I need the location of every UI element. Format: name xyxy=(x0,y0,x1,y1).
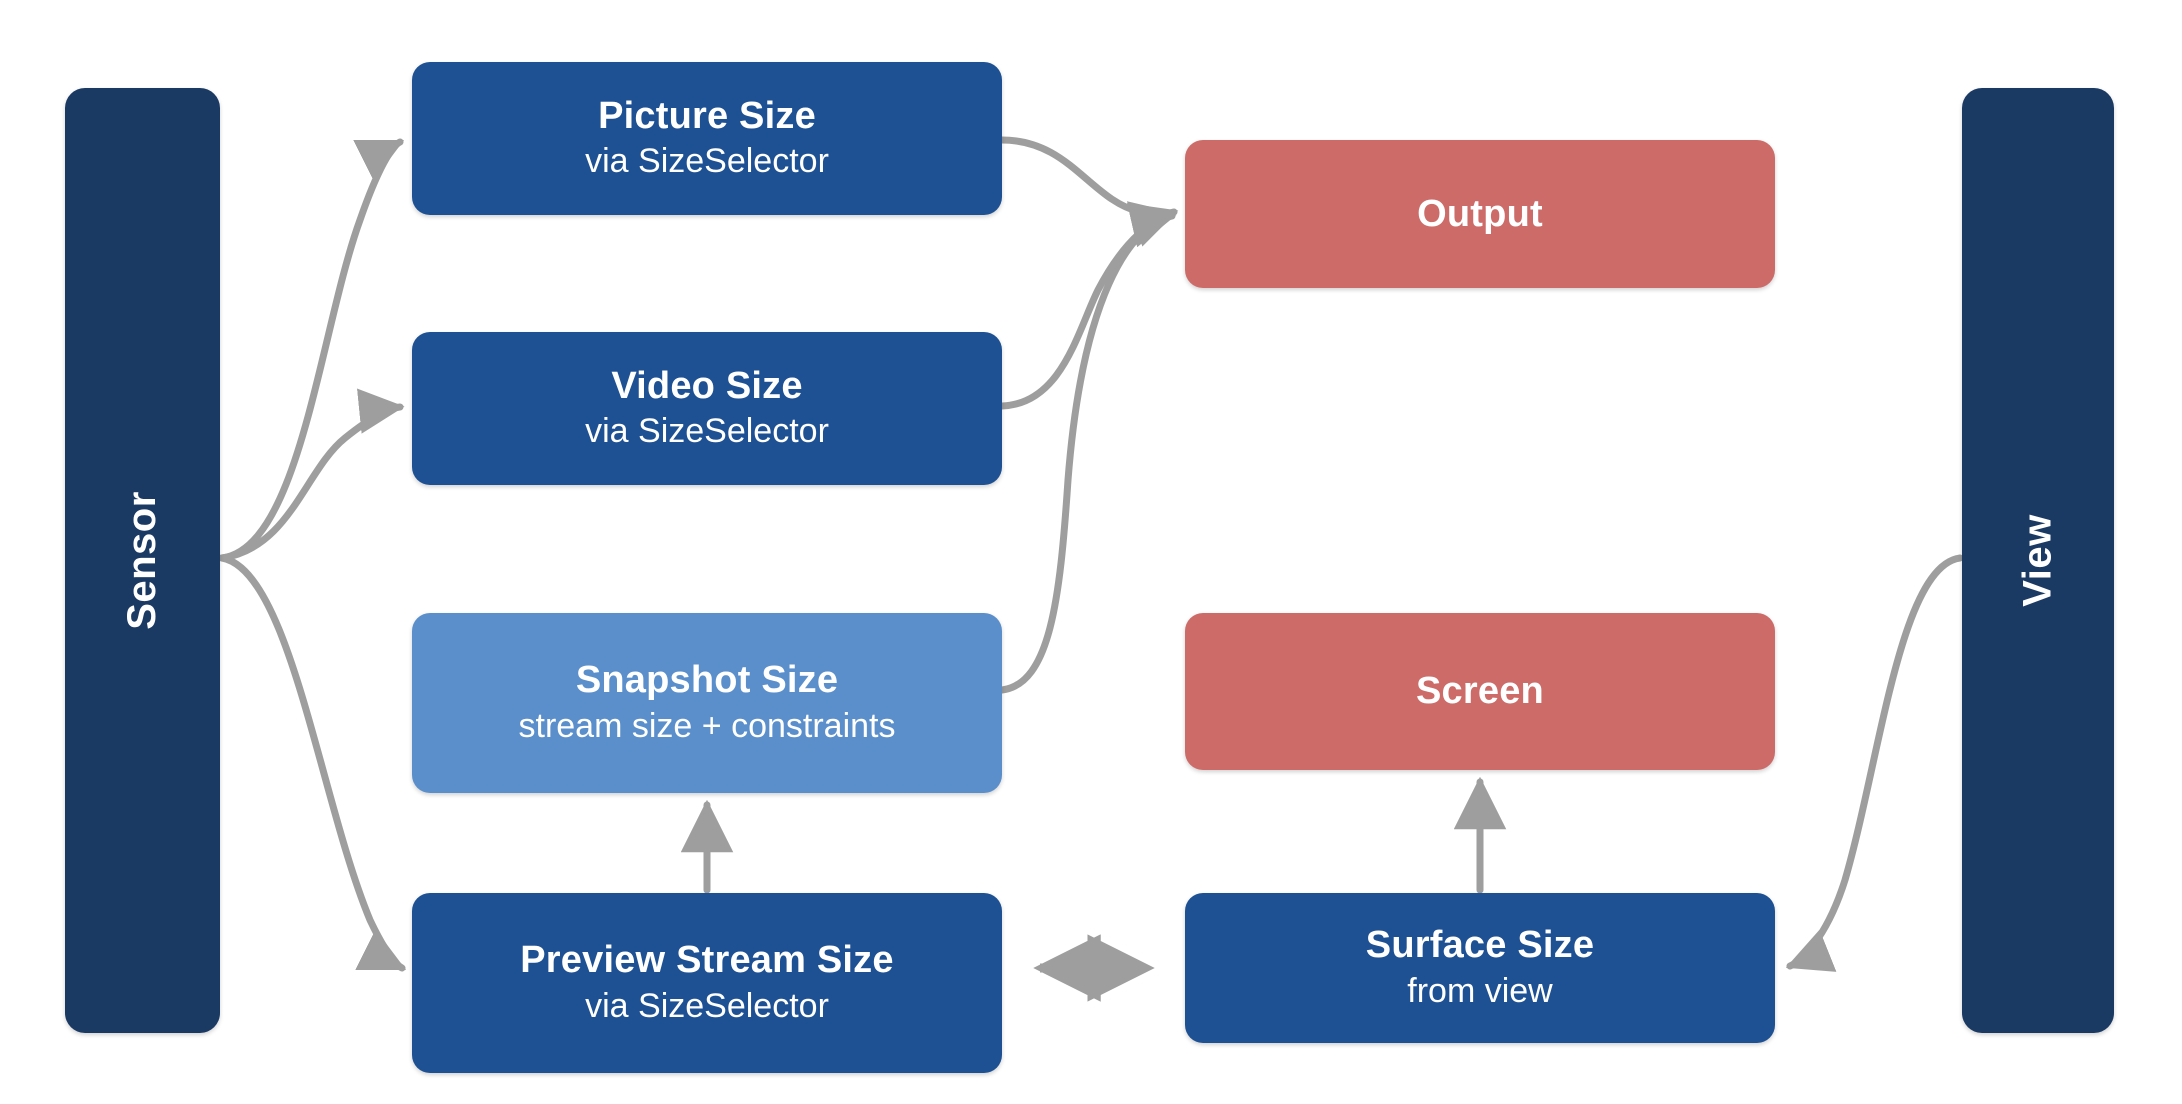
edge-picture-size-to-output xyxy=(998,136,1179,247)
node-preview-stream-size[interactable]: Preview Stream Size via SizeSelector xyxy=(412,893,1002,1073)
node-preview-stream-size-subtitle: via SizeSelector xyxy=(585,986,829,1025)
edge-sensor-to-video-size xyxy=(218,388,405,562)
node-snapshot-size-subtitle: stream size + constraints xyxy=(518,706,896,745)
node-video-size[interactable]: Video Size via SizeSelector xyxy=(412,332,1002,485)
lane-view-label: View xyxy=(2015,514,2060,607)
node-surface-size[interactable]: Surface Size from view xyxy=(1185,893,1775,1043)
node-output-title: Output xyxy=(1417,192,1543,235)
node-video-size-subtitle: via SizeSelector xyxy=(585,412,829,451)
lane-sensor-label: Sensor xyxy=(119,491,164,630)
node-video-size-title: Video Size xyxy=(611,364,803,407)
node-output[interactable]: Output xyxy=(1185,140,1775,288)
node-picture-size-title: Picture Size xyxy=(598,94,816,137)
node-screen-title: Screen xyxy=(1416,670,1544,713)
edge-sensor-to-picture-size xyxy=(218,138,405,562)
edge-video-size-to-output xyxy=(998,201,1177,410)
lane-view[interactable]: View xyxy=(1962,88,2114,1033)
edge-view-to-surface-size xyxy=(1785,554,1964,972)
node-preview-stream-size-title: Preview Stream Size xyxy=(520,939,894,982)
lane-sensor[interactable]: Sensor xyxy=(65,88,220,1033)
node-snapshot-size-title: Snapshot Size xyxy=(575,659,839,702)
node-picture-size-subtitle: via SizeSelector xyxy=(585,142,829,181)
node-snapshot-size[interactable]: Snapshot Size stream size + constraints xyxy=(412,613,1002,793)
node-picture-size[interactable]: Picture Size via SizeSelector xyxy=(412,62,1002,215)
node-surface-size-subtitle: from view xyxy=(1407,971,1553,1010)
edge-sensor-to-preview-stream-size xyxy=(218,554,407,972)
node-screen[interactable]: Screen xyxy=(1185,613,1775,770)
edge-snapshot-size-to-output xyxy=(998,202,1177,694)
node-surface-size-title: Surface Size xyxy=(1365,924,1595,967)
